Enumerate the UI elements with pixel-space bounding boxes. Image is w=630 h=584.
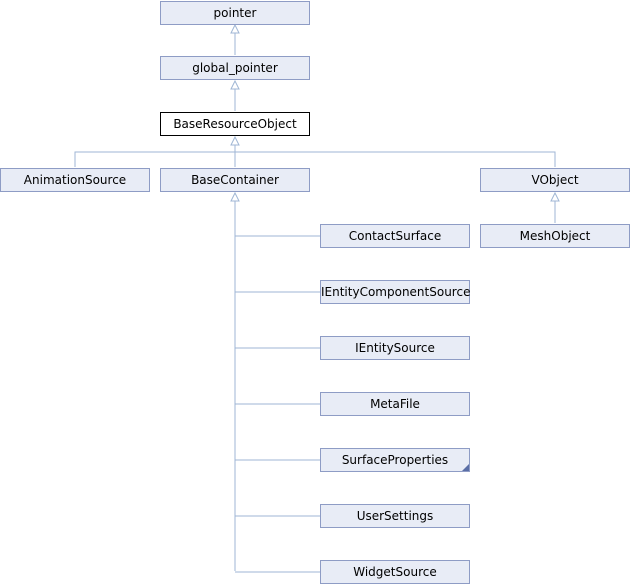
- node-global-pointer-label: global_pointer: [192, 61, 278, 75]
- arrow-into-vobject: [550, 191, 560, 202]
- node-base-container-label: BaseContainer: [191, 173, 279, 187]
- node-user-settings[interactable]: UserSettings: [320, 504, 470, 528]
- node-user-settings-label: UserSettings: [356, 509, 434, 523]
- node-meta-file-label: MetaFile: [370, 397, 420, 411]
- node-pointer-label: pointer: [213, 6, 257, 20]
- node-pointer[interactable]: pointer: [160, 1, 310, 25]
- arrow-into-base-resource-object: [230, 135, 240, 146]
- node-base-container[interactable]: BaseContainer: [160, 168, 310, 192]
- node-widget-source[interactable]: WidgetSource: [320, 560, 470, 584]
- node-widget-source-label: WidgetSource: [353, 565, 437, 579]
- node-ientity-source[interactable]: IEntitySource: [320, 336, 470, 360]
- node-base-resource-object: BaseResourceObject: [160, 112, 310, 136]
- node-contact-surface[interactable]: ContactSurface: [320, 224, 470, 248]
- arrow-into-global-pointer: [230, 79, 240, 90]
- node-ientity-source-label: IEntitySource: [355, 341, 435, 355]
- node-contact-surface-label: ContactSurface: [348, 229, 442, 243]
- node-vobject-label: VObject: [531, 173, 579, 187]
- arrow-into-pointer: [230, 23, 240, 34]
- node-mesh-object-label: MeshObject: [519, 229, 591, 243]
- node-surface-properties-label: SurfaceProperties: [341, 453, 449, 467]
- node-meta-file[interactable]: MetaFile: [320, 392, 470, 416]
- node-vobject[interactable]: VObject: [480, 168, 630, 192]
- node-mesh-object[interactable]: MeshObject: [480, 224, 630, 248]
- node-base-resource-object-label: BaseResourceObject: [173, 117, 297, 131]
- edge-animation-source-to-base-resource-object: [74, 151, 556, 167]
- node-ientity-component-source[interactable]: IEntityComponentSource: [320, 280, 470, 304]
- node-global-pointer[interactable]: global_pointer: [160, 56, 310, 80]
- node-animation-source[interactable]: AnimationSource: [0, 168, 150, 192]
- more-subclasses-corner-icon: [462, 464, 469, 471]
- node-ientity-component-source-label: IEntityComponentSource: [321, 285, 471, 299]
- node-surface-properties[interactable]: SurfaceProperties: [320, 448, 470, 472]
- node-animation-source-label: AnimationSource: [23, 173, 127, 187]
- arrow-into-base-container: [230, 191, 240, 202]
